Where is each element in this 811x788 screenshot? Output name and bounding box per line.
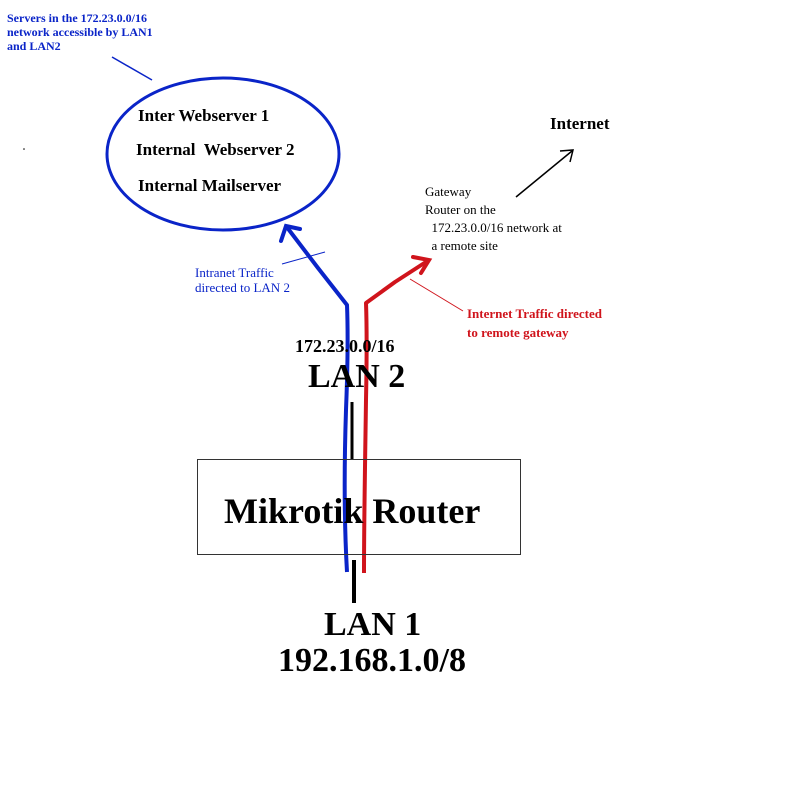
internet-traffic-path [362, 258, 431, 574]
internet-arrowhead [411, 255, 433, 275]
internet-arrow-head [559, 149, 574, 163]
lan2-label: LAN 2 [308, 358, 406, 395]
servers-note-pointer [111, 56, 153, 81]
server-item-mailserver: Internal Mailserver [138, 176, 282, 195]
server-item-webserver-1: Inter Webserver 1 [138, 106, 270, 125]
servers-note: Servers in the 172.23.0.0/16 network acc… [7, 11, 153, 53]
internet-label-pointer [409, 278, 464, 312]
lan1-subnet: 192.168.1.0/8 [278, 642, 466, 679]
intranet-label-pointer [281, 251, 326, 265]
stray-dot [23, 148, 25, 150]
router-box [197, 459, 521, 555]
router-label: Mikrotik Router [224, 491, 481, 531]
lan2-subnet: 172.23.0.0/16 [295, 336, 395, 356]
gateway-note: Gateway Router on the 172.23.0.0/16 netw… [425, 184, 562, 253]
lan1-label: LAN 1 [324, 606, 422, 643]
internet-label: Internet [550, 114, 610, 133]
intranet-arrowhead [279, 223, 302, 243]
server-group-ellipse [105, 76, 341, 232]
server-item-webserver-2: Internal Webserver 2 [136, 140, 295, 159]
internet-arrow [515, 150, 573, 198]
intranet-traffic-path [284, 224, 350, 573]
internet-traffic-label: Internet Traffic directed to remote gate… [467, 306, 603, 340]
intranet-traffic-label: Intranet Traffic directed to LAN 2 [195, 265, 290, 295]
